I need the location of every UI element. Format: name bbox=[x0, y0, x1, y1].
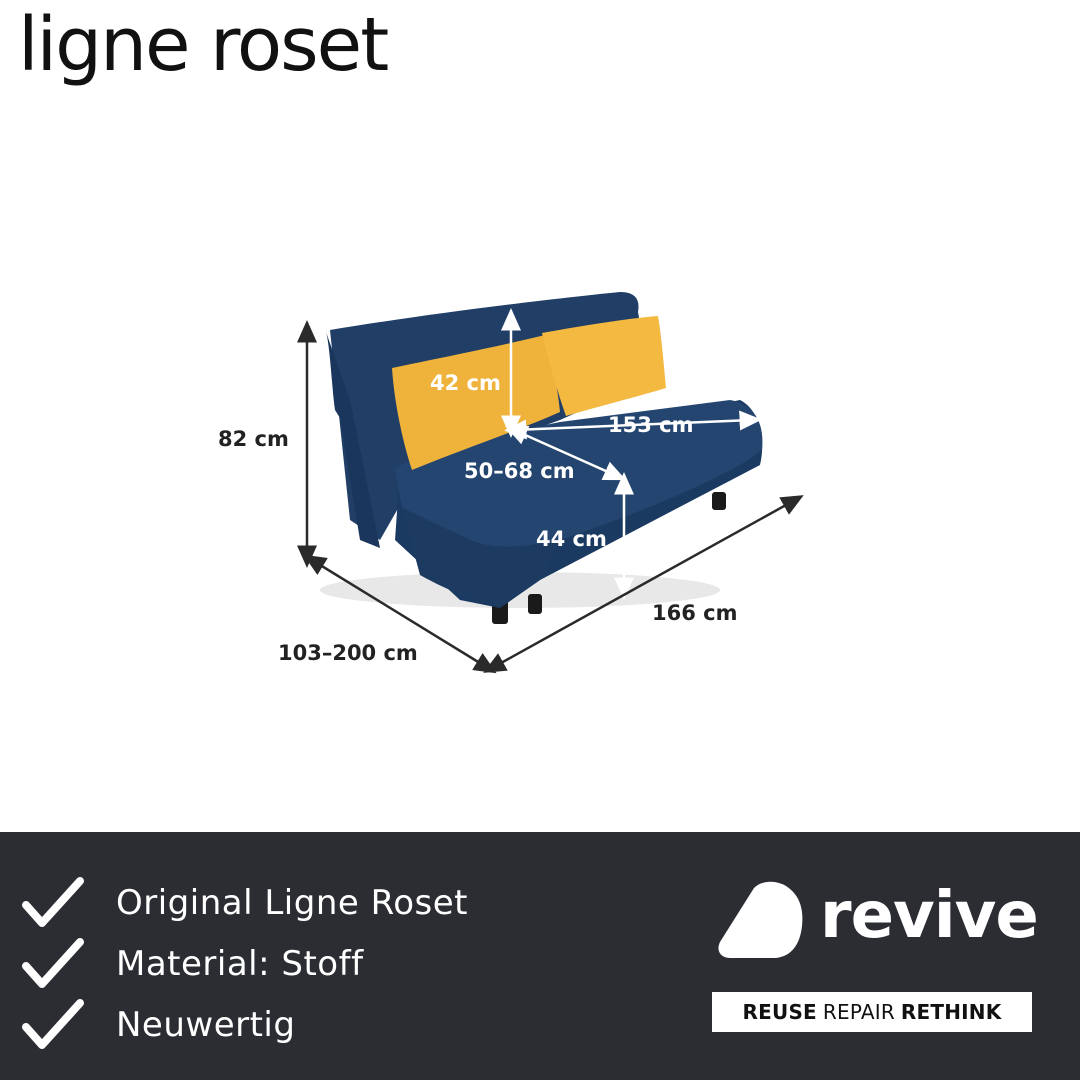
feature-label: Material: Stoff bbox=[116, 943, 364, 984]
feature-label: Neuwertig bbox=[116, 1004, 296, 1045]
label-seat-depth: 50–68 cm bbox=[464, 459, 575, 483]
sofa bbox=[320, 292, 763, 624]
revive-logo: revive REUSE REPAIR RETHINK bbox=[710, 876, 1040, 1046]
feature-label: Original Ligne Roset bbox=[116, 882, 468, 923]
revive-wordmark: revive bbox=[820, 879, 1039, 953]
footer-banner: Original Ligne Roset Material: Stoff Neu… bbox=[0, 832, 1080, 1080]
label-height-total: 82 cm bbox=[218, 427, 289, 451]
product-image: 82 cm 42 cm 153 cm 50–68 cm 44 cm 166 cm… bbox=[218, 292, 804, 674]
feature-item: Material: Stoff bbox=[22, 933, 468, 994]
label-width-total: 166 cm bbox=[652, 601, 737, 625]
ligne-roset-logo: ligne roset bbox=[18, 2, 389, 88]
label-seat-width: 153 cm bbox=[608, 413, 693, 437]
revive-tagline: REUSE REPAIR RETHINK bbox=[712, 992, 1032, 1032]
feature-list: Original Ligne Roset Material: Stoff Neu… bbox=[22, 872, 468, 1055]
label-seat-height: 44 cm bbox=[536, 527, 607, 551]
tagline-repair: REPAIR bbox=[822, 1000, 895, 1024]
feature-item: Neuwertig bbox=[22, 994, 468, 1055]
dimension-arrows bbox=[297, 308, 804, 674]
feature-item: Original Ligne Roset bbox=[22, 872, 468, 933]
checkmark-icon bbox=[22, 876, 84, 927]
tagline-rethink: RETHINK bbox=[900, 1000, 1002, 1024]
checkmark-icon bbox=[22, 998, 84, 1049]
checkmark-icon bbox=[22, 937, 84, 988]
revive-mark-icon bbox=[718, 881, 803, 958]
label-depth-total: 103–200 cm bbox=[278, 641, 418, 665]
tagline-reuse: REUSE bbox=[742, 1000, 817, 1024]
label-cushion-height: 42 cm bbox=[430, 371, 501, 395]
